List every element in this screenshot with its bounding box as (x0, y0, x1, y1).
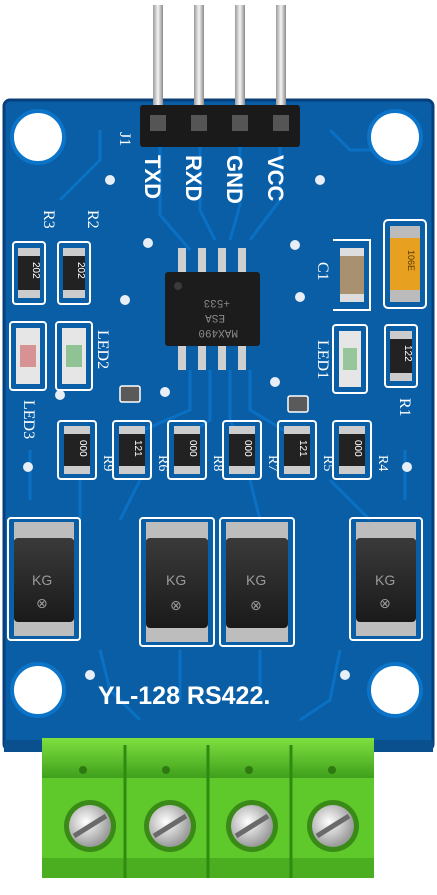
terminal-labels: Y Z B A (78, 875, 338, 895)
svg-text:R4: R4 (375, 455, 390, 471)
pin-label-gnd: GND (222, 155, 247, 204)
svg-text:106E: 106E (406, 250, 416, 271)
screw-icon (226, 800, 278, 852)
led-1 (332, 324, 368, 394)
svg-text:202: 202 (75, 262, 86, 279)
svg-text:KG: KG (375, 572, 395, 588)
terminal-label-y: Y (78, 875, 92, 895)
screw-icon (144, 800, 196, 852)
resistor-r5: 121 R5 (277, 420, 335, 480)
header-pins (140, 5, 300, 147)
chip-line-3: MAX490 (198, 326, 238, 338)
chip-line-1: +533 (204, 296, 230, 308)
diode-symbol-icon: ⊗ (170, 598, 182, 614)
diode-4: KG ⊗ (349, 517, 423, 641)
resistor-r3: 202 (12, 241, 46, 305)
led-2 (55, 321, 93, 391)
led-3-label: LED3 (20, 400, 37, 439)
diode-symbol-icon: ⊗ (36, 596, 48, 612)
screw-icon (64, 800, 116, 852)
resistor-r4: 000 R4 (332, 420, 390, 480)
svg-text:121: 121 (132, 440, 143, 457)
svg-text:000: 000 (242, 440, 253, 457)
svg-text:R7: R7 (265, 455, 280, 471)
svg-text:R9: R9 (100, 455, 115, 471)
terminal-label-z: Z (160, 875, 172, 895)
svg-text:R8: R8 (210, 455, 225, 471)
svg-text:202: 202 (30, 262, 41, 279)
resistor-r9: 000 R9 (57, 420, 115, 480)
svg-text:000: 000 (352, 440, 363, 457)
diode-2: KG ⊗ (139, 517, 215, 647)
led-2-label: LED2 (94, 330, 111, 369)
svg-text:000: 000 (77, 440, 88, 457)
resistor-r2: 202 (57, 241, 91, 305)
pin-labels: TXD RXD GND VCC (140, 155, 288, 204)
resistor-r8: 000 R8 (167, 420, 225, 480)
resistor-r2-ref: R2 (84, 210, 101, 229)
connector-label: J1 (116, 132, 133, 146)
vias (23, 175, 412, 680)
terminal-label-b: B (243, 875, 257, 895)
tantalum-capacitor: 106E (383, 219, 427, 309)
mounting-holes (10, 109, 423, 718)
test-pad (119, 385, 141, 403)
capacitor-c1-ref: C1 (314, 262, 331, 281)
svg-text:122: 122 (402, 345, 413, 362)
terminal-label-a: A (324, 875, 338, 895)
resistor-r1: 122 (384, 324, 418, 388)
resistor-r3-ref: R3 (40, 210, 57, 229)
terminal-screws (64, 800, 359, 852)
svg-text:KG: KG (32, 572, 52, 588)
svg-text:R6: R6 (155, 455, 170, 471)
led-3 (9, 321, 47, 391)
pin-label-vcc: VCC (263, 155, 288, 202)
capacitor-c1 (333, 239, 371, 311)
board-title: YL-128 RS422. (98, 682, 270, 710)
diode-symbol-icon: ⊗ (379, 596, 391, 612)
resistor-row: 000 R9 121 R6 000 R8 000 R7 (57, 420, 390, 480)
led-1-label: LED1 (314, 340, 331, 379)
resistor-r6: 121 R6 (112, 420, 170, 480)
terminal-block (42, 738, 374, 878)
diode-3: KG ⊗ (219, 517, 295, 647)
svg-text:000: 000 (187, 440, 198, 457)
max490-chip: +533 ESA MAX490 (165, 248, 260, 370)
resistor-r7: 000 R7 (222, 420, 280, 480)
test-pad (287, 395, 309, 413)
pin-label-txd: TXD (140, 155, 165, 199)
svg-text:121: 121 (297, 440, 308, 457)
screw-icon (307, 800, 359, 852)
svg-text:KG: KG (246, 572, 266, 588)
pin-label-rxd: RXD (181, 155, 206, 201)
resistor-r1-ref: R1 (396, 398, 413, 417)
svg-text:R5: R5 (320, 455, 335, 471)
diode-1: KG ⊗ (7, 517, 81, 641)
diode-symbol-icon: ⊗ (250, 598, 262, 614)
chip-line-2: ESA (205, 311, 225, 323)
svg-text:KG: KG (166, 572, 186, 588)
